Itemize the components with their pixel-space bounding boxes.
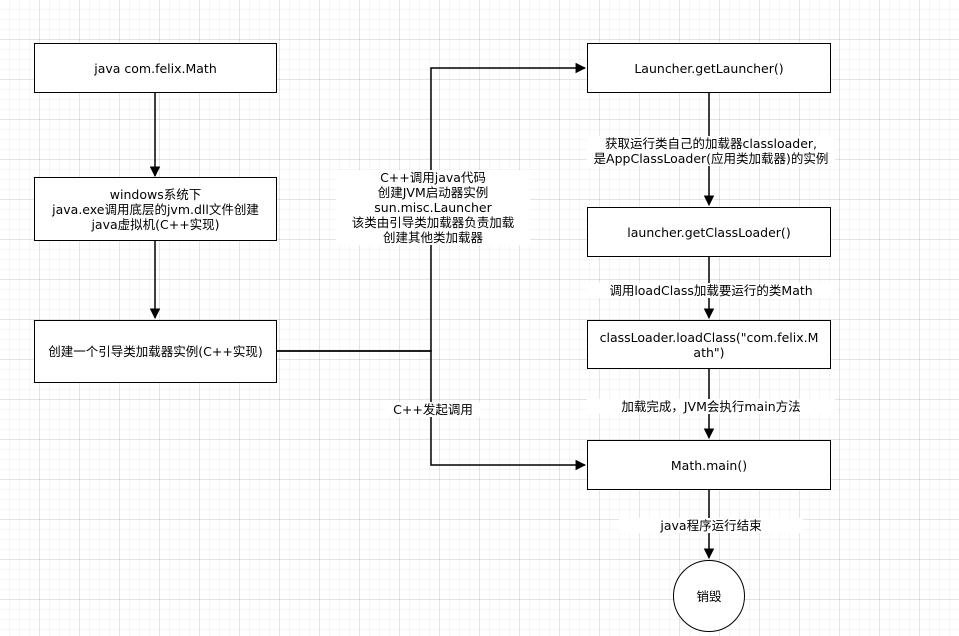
node-destroy: 销毁: [673, 560, 745, 632]
label-load-done: 加载完成，JVM会执行main方法: [587, 399, 835, 414]
node-get-launcher: Launcher.getLauncher(): [587, 43, 831, 93]
node-java-command: java com.felix.Math: [34, 43, 277, 93]
node-get-classloader: launcher.getClassLoader(): [587, 207, 831, 257]
label-cpp-call-java: C++调用java代码 创建JVM启动器实例 sun.misc.Launcher…: [336, 170, 530, 245]
node-math-main: Math.main(): [587, 440, 831, 490]
label-program-end: java程序运行结束: [619, 518, 803, 533]
label-get-own-loader: 获取运行类自己的加载器classloader, 是AppClassLoader(…: [587, 136, 835, 166]
label-call-loadclass: 调用loadClass加载要运行的类Math: [587, 283, 835, 298]
node-windows-create-jvm: windows系统下 java.exe调用底层的jvm.dll文件创建 java…: [34, 177, 277, 241]
label-cpp-invoke: C++发起调用: [386, 402, 480, 417]
node-bootstrap-loader: 创建一个引导类加载器实例(C++实现): [34, 320, 277, 383]
node-load-class: classLoader.loadClass("com.felix.M ath"): [587, 320, 831, 369]
